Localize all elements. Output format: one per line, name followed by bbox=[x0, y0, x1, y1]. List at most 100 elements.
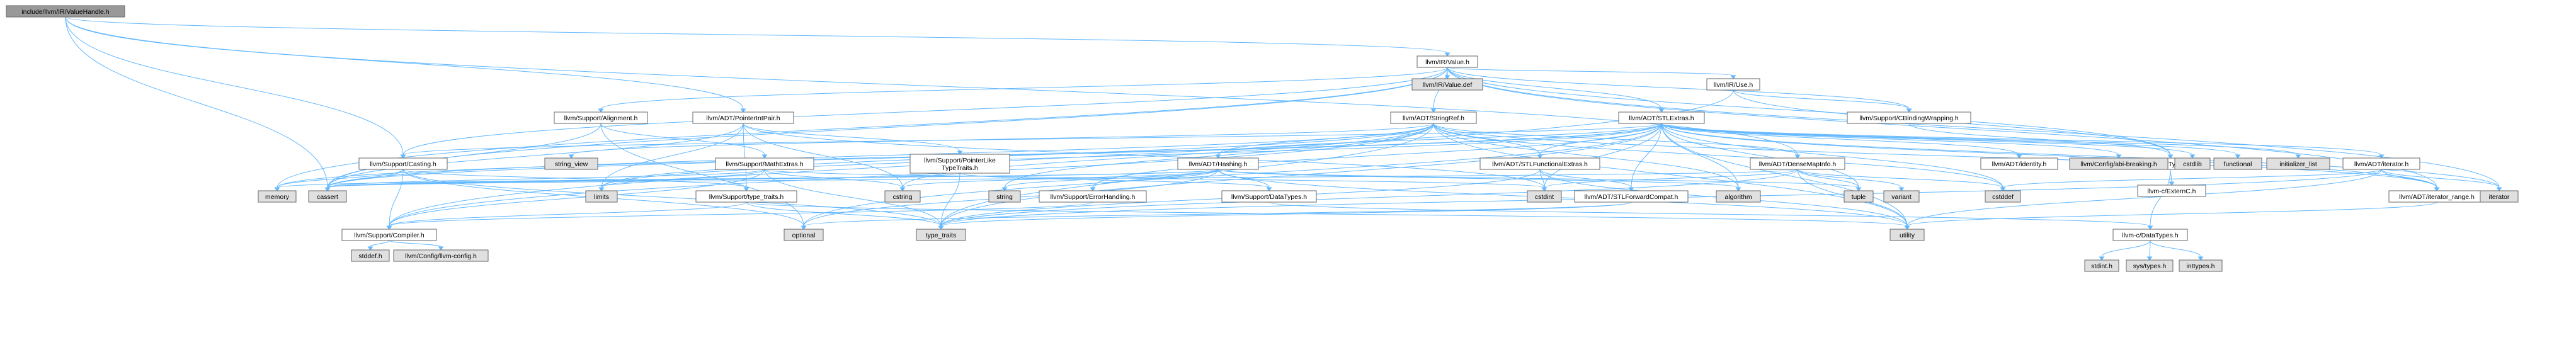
node-label: llvm/IR/Value.h bbox=[1425, 59, 1469, 66]
edge-stlextras-to-identity bbox=[1661, 123, 2022, 159]
node-stlextras[interactable]: llvm/ADT/STLExtras.h bbox=[1618, 111, 1705, 124]
edge-arrowhead bbox=[2016, 154, 2022, 159]
node-casting[interactable]: llvm/Support/Casting.h bbox=[358, 157, 448, 170]
edge-arrowhead bbox=[598, 108, 604, 113]
node-valuedef: llvm/IR/Value.def bbox=[1411, 78, 1483, 91]
node-box bbox=[2213, 157, 2262, 170]
node-value[interactable]: llvm/IR/Value.h bbox=[1416, 55, 1478, 68]
edge-line bbox=[327, 123, 744, 188]
node-use[interactable]: llvm/IR/Use.h bbox=[1706, 78, 1760, 91]
node-box bbox=[1716, 190, 1761, 203]
node-box bbox=[988, 190, 1021, 203]
node-compiler[interactable]: llvm/Support/Compiler.h bbox=[341, 229, 437, 241]
node-label: llvm/Support/PointerLike bbox=[924, 157, 996, 164]
edge-value-to-alignment bbox=[598, 67, 1448, 113]
edge-iterator_h-to-iterator bbox=[2381, 169, 2502, 191]
node-box bbox=[1527, 190, 1562, 203]
node-box bbox=[341, 229, 437, 241]
node-box bbox=[544, 157, 598, 170]
edge-line bbox=[1797, 169, 1859, 188]
node-hashing[interactable]: llvm/ADT/Hashing.h bbox=[1177, 157, 1259, 170]
node-alignment[interactable]: llvm/Support/Alignment.h bbox=[554, 111, 648, 124]
node-tuple: tuple bbox=[1844, 190, 1874, 203]
node-iterator_h[interactable]: llvm/ADT/iterator.h bbox=[2342, 157, 2420, 170]
edge-stringref-to-densemapinfo bbox=[1433, 123, 1801, 159]
edge-arrowhead bbox=[1001, 187, 1008, 191]
node-label: utility bbox=[1900, 232, 1915, 239]
edge-value-to-stlextras bbox=[1447, 67, 1665, 113]
node-stlforward[interactable]: llvm/ADT/STLForwardCompat.h bbox=[1574, 190, 1689, 203]
node-cdatatypes[interactable]: llvm-c/DataTypes.h bbox=[2112, 229, 2188, 241]
edge-line bbox=[370, 240, 390, 247]
edge-arrowhead bbox=[2147, 225, 2153, 230]
node-limits: limits bbox=[585, 190, 618, 203]
edge-line bbox=[1433, 123, 1739, 188]
node-box bbox=[258, 190, 297, 203]
node-identity[interactable]: llvm/ADT/identity.h bbox=[1980, 157, 2058, 170]
edge-ctypes-to-externc bbox=[2169, 169, 2175, 186]
edge-line bbox=[402, 67, 1448, 156]
node-llvmconfig: llvm/Config/llvm-config.h bbox=[393, 249, 489, 262]
node-stlfunctional[interactable]: llvm/ADT/STLFunctionalExtras.h bbox=[1479, 157, 1600, 170]
node-label: stdint.h bbox=[2091, 263, 2112, 270]
edge-arrowhead bbox=[598, 187, 605, 191]
edge-stlforward-to-type_traits bbox=[938, 201, 1632, 230]
node-label: llvm/ADT/PointerIntPair.h bbox=[706, 115, 780, 122]
edge-valuehandle-to-value bbox=[65, 16, 1450, 57]
edge-compiler-to-stddef bbox=[367, 240, 390, 251]
node-errorhandling[interactable]: llvm/Support/ErrorHandling.h bbox=[1039, 190, 1147, 203]
edge-stlextras-to-functional bbox=[1661, 123, 2241, 159]
node-inttypes: inttypes.h bbox=[2179, 259, 2223, 272]
node-label: llvm/Support/MathExtras.h bbox=[726, 161, 803, 168]
edge-iterrange-to-utility bbox=[1904, 201, 2437, 230]
node-initlist: initializer_list bbox=[2266, 157, 2330, 170]
edge-stlextras-to-utility bbox=[1661, 123, 1910, 230]
node-box bbox=[1039, 190, 1147, 203]
edge-use-to-cbinding bbox=[1733, 89, 1912, 113]
edge-line bbox=[1544, 123, 1662, 188]
node-box bbox=[1574, 190, 1689, 203]
edge-arrowhead bbox=[1266, 187, 1272, 191]
edge-errorhandling-to-compiler bbox=[386, 201, 1093, 230]
edge-line bbox=[601, 123, 744, 188]
edge-line bbox=[276, 67, 1448, 188]
node-box bbox=[2179, 259, 2223, 272]
edge-line bbox=[65, 16, 404, 156]
node-box bbox=[1706, 78, 1760, 91]
edge-iterator_h-to-utility bbox=[1904, 169, 2382, 230]
node-box bbox=[554, 111, 648, 124]
node-cbinding[interactable]: llvm/Support/CBindingWrapping.h bbox=[1847, 111, 1971, 124]
node-iterator: iterator bbox=[2480, 190, 2519, 203]
edge-line bbox=[1733, 89, 1910, 110]
edge-line bbox=[1539, 169, 1545, 188]
node-label: string bbox=[996, 193, 1013, 201]
node-cstdlib: cstdlib bbox=[2174, 157, 2211, 170]
node-label: include/llvm/IR/ValueHandle.h bbox=[21, 8, 109, 16]
node-densemapinfo[interactable]: llvm/ADT/DenseMapInfo.h bbox=[1750, 157, 1845, 170]
node-typetraits_h[interactable]: llvm/Support/type_traits.h bbox=[695, 190, 797, 203]
node-iterrange[interactable]: llvm/ADT/iterator_range.h bbox=[2388, 190, 2485, 203]
node-label: llvm/ADT/STLForwardCompat.h bbox=[1585, 193, 1678, 201]
edge-value-to-use bbox=[1447, 67, 1736, 79]
node-externc[interactable]: llvm-c/ExternC.h bbox=[2137, 184, 2206, 197]
edge-arrowhead bbox=[761, 154, 768, 159]
node-valuehandle[interactable]: include/llvm/IR/ValueHandle.h bbox=[6, 5, 125, 18]
node-stringref[interactable]: llvm/ADT/StringRef.h bbox=[1390, 111, 1477, 124]
edge-line bbox=[1433, 123, 2437, 188]
edge-line bbox=[389, 169, 404, 227]
edges-layer bbox=[65, 16, 2502, 261]
edge-line bbox=[940, 169, 1798, 227]
node-datatypes[interactable]: llvm/Support/DataTypes.h bbox=[1221, 190, 1317, 203]
node-label: llvm/ADT/iterator_range.h bbox=[2399, 193, 2475, 201]
edge-arrowhead bbox=[2295, 154, 2301, 159]
edge-line bbox=[1906, 201, 2437, 227]
node-box bbox=[1221, 190, 1317, 203]
node-variant: variant bbox=[1883, 190, 1920, 203]
edge-line bbox=[601, 123, 1662, 188]
node-mathextras[interactable]: llvm/Support/MathExtras.h bbox=[715, 157, 814, 170]
node-pointerintpair[interactable]: llvm/ADT/PointerIntPair.h bbox=[692, 111, 794, 124]
edge-line bbox=[764, 169, 903, 188]
node-label: llvm/Support/Alignment.h bbox=[564, 115, 638, 122]
edge-arrowhead bbox=[2099, 256, 2105, 261]
